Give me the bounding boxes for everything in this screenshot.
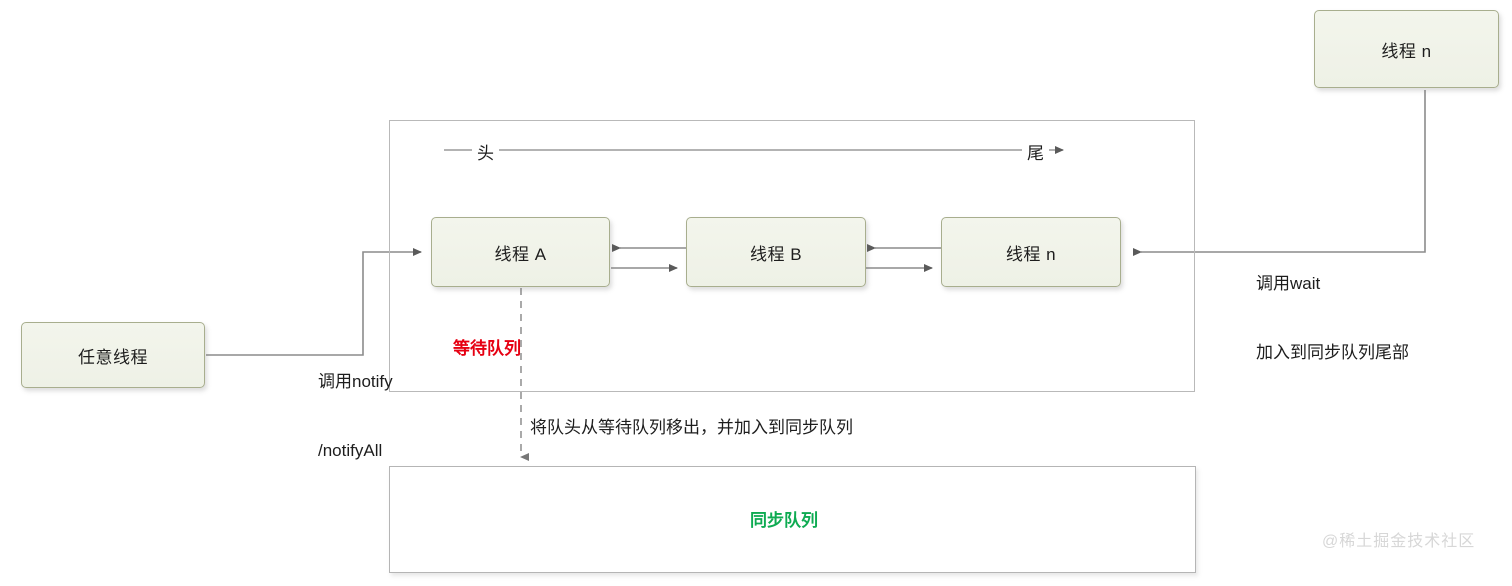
node-thread-n[interactable]: 线程 n: [941, 217, 1121, 287]
node-any-thread[interactable]: 任意线程: [21, 322, 205, 388]
wait-queue-container: [389, 120, 1195, 392]
call-notify-line-1: 调用notify: [318, 371, 393, 391]
watermark: @稀土掘金技术社区: [1322, 533, 1476, 550]
call-wait-line-2: 加入到同步队列尾部: [1256, 342, 1409, 362]
node-thread-b[interactable]: 线程 B: [686, 217, 866, 287]
node-thread-a[interactable]: 线程 A: [431, 217, 610, 287]
call-wait-annotation: 调用wait 加入到同步队列尾部: [1256, 227, 1409, 411]
call-wait-line-1: 调用wait: [1256, 273, 1321, 293]
connector-thread-n-top-to-queue: [1133, 90, 1426, 256]
wait-queue-label: 等待队列: [453, 339, 521, 358]
tail-label: 尾: [1022, 139, 1049, 164]
node-thread-n-top[interactable]: 线程 n: [1314, 10, 1499, 88]
connector-thread-a-thread-b: [611, 244, 686, 272]
head-label: 头: [472, 139, 499, 164]
connector-thread-b-thread-n: [866, 244, 941, 272]
connector-any-thread-to-thread-a: [206, 248, 422, 356]
sync-queue-box: [389, 466, 1196, 573]
move-head-annotation: 将队头从等待队列移出，并加入到同步队列: [530, 418, 853, 437]
call-notify-annotation: 调用notify /notifyAll: [318, 325, 393, 509]
call-notify-line-2: /notifyAll: [318, 440, 383, 460]
sync-queue-label: 同步队列: [750, 511, 818, 530]
